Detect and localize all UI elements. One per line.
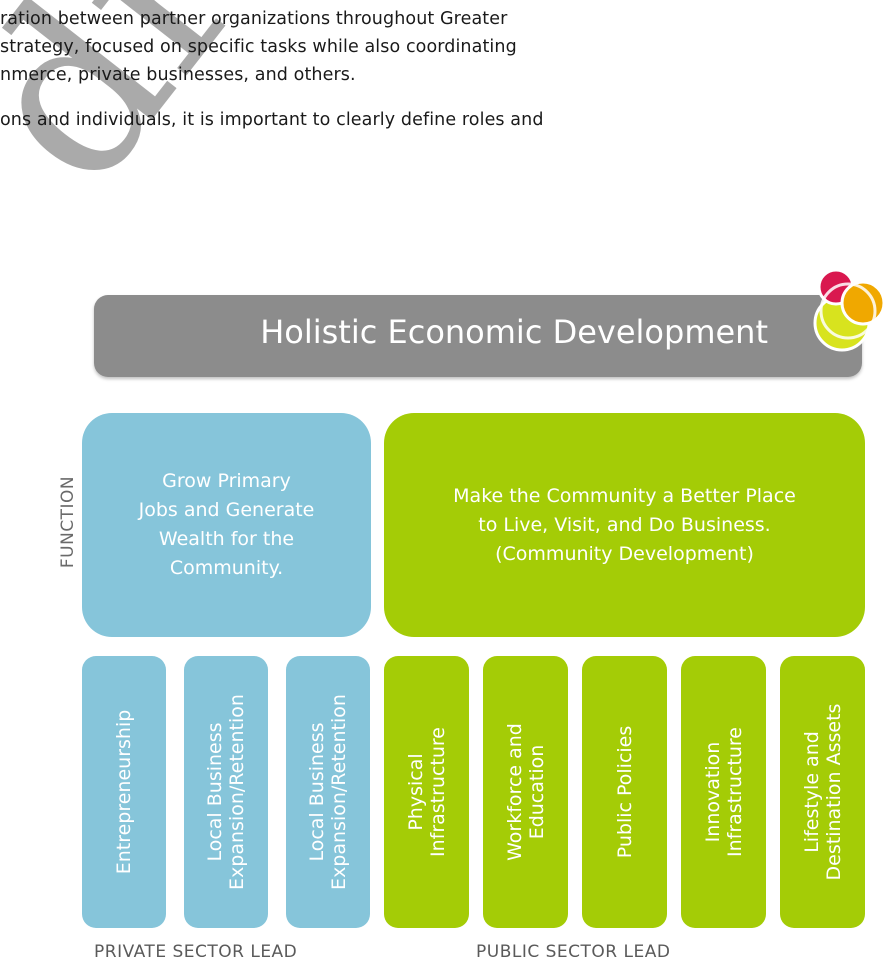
- intro-paragraph-1: ration between partner organizations thr…: [0, 5, 517, 89]
- text-line: ration between partner organizations thr…: [0, 9, 508, 29]
- text-line: ons and individuals, it is important to …: [0, 110, 544, 130]
- title-banner: Holistic Economic Development: [94, 295, 862, 377]
- column-entrepreneurship: Entrepreneurship: [82, 656, 166, 928]
- column-local-business-1: Local Business Expansion/Retention: [184, 656, 268, 928]
- column-lifestyle-destination: Lifestyle and Destination Assets: [780, 656, 865, 928]
- public-sector-label: PUBLIC SECTOR LEAD: [476, 942, 671, 962]
- column-local-business-2: Local Business Expansion/Retention: [286, 656, 370, 928]
- public-function-box: Make the Community a Better Place to Liv…: [384, 413, 865, 637]
- private-function-text: Grow Primary Jobs and Generate Wealth fo…: [138, 470, 315, 579]
- text-line: strategy, focused on specific tasks whil…: [0, 37, 517, 57]
- venn-circles-icon: [813, 268, 886, 352]
- column-label: Local Business Expansion/Retention: [204, 694, 248, 890]
- private-function-box: Grow Primary Jobs and Generate Wealth fo…: [82, 413, 371, 637]
- column-label: Innovation Infrastructure: [701, 727, 746, 858]
- intro-paragraph-2: ons and individuals, it is important to …: [0, 106, 544, 134]
- column-physical-infrastructure: Physical Infrastructure: [384, 656, 469, 928]
- diagram-title: Holistic Economic Development: [260, 313, 768, 351]
- private-sector-label: PRIVATE SECTOR LEAD: [94, 942, 298, 962]
- function-axis-label: FUNCTION: [58, 475, 78, 569]
- column-label: Workforce and Education: [503, 723, 548, 861]
- ring-outline: [819, 282, 877, 340]
- public-function-text: Make the Community a Better Place to Liv…: [453, 484, 796, 565]
- column-label: Physical Infrastructure: [404, 727, 449, 858]
- column-innovation-infrastructure: Innovation Infrastructure: [681, 656, 766, 928]
- column-workforce-education: Workforce and Education: [483, 656, 568, 928]
- column-label: Local Business Expansion/Retention: [306, 694, 350, 890]
- column-label: Public Policies: [613, 725, 636, 859]
- column-label: Lifestyle and Destination Assets: [800, 703, 845, 881]
- column-label: Entrepreneurship: [113, 709, 135, 875]
- text-line: nmerce, private businesses, and others.: [0, 65, 356, 85]
- column-public-policies: Public Policies: [582, 656, 667, 928]
